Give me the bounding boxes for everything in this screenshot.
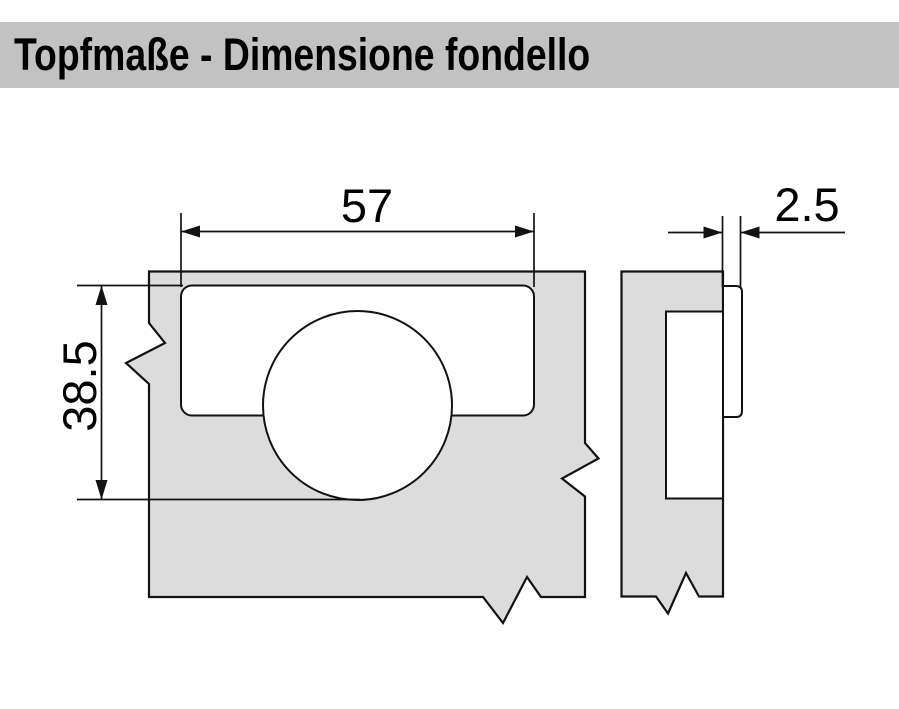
page-title: Topfmaße - Dimensione fondello	[14, 29, 591, 80]
dim-25-arrow-right	[740, 226, 760, 239]
dim-25-arrow-left	[703, 226, 723, 239]
dim-385-arrow-bottom	[95, 480, 108, 500]
dim-57-label: 57	[341, 179, 393, 232]
dim-25-label: 2.5	[774, 178, 839, 231]
dim-385-arrow-top	[95, 285, 108, 305]
side-view-hole-cutout	[665, 310, 724, 500]
header-bar: Topfmaße - Dimensione fondello	[0, 22, 899, 88]
cup-hole-circle	[262, 310, 453, 501]
dimension-rim-thickness: 2.5	[668, 178, 845, 287]
dim-57-arrow-left	[181, 225, 200, 238]
dim-57-arrow-right	[515, 225, 534, 238]
cup-rim-tab	[722, 285, 743, 418]
side-view	[620, 270, 743, 616]
dimension-cup-width: 57	[180, 179, 535, 287]
dimension-cup-height: 38.5	[53, 284, 360, 501]
front-view	[124, 270, 601, 626]
dim-385-label: 38.5	[53, 340, 106, 431]
